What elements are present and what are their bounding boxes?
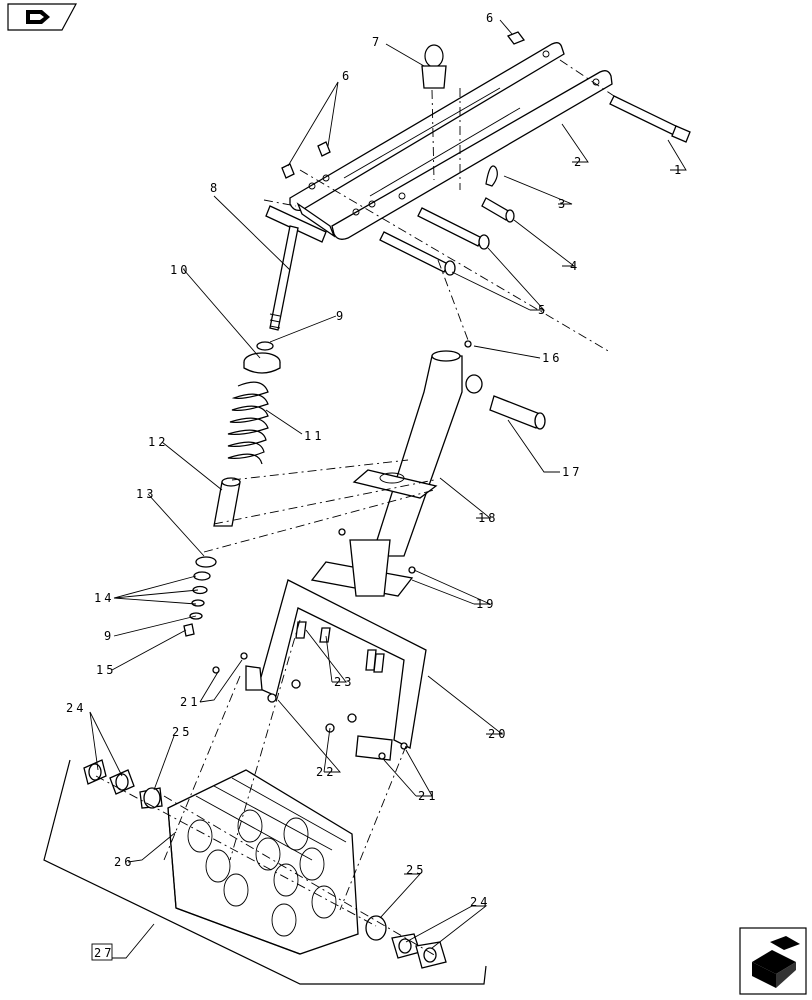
washer-stack: [183, 556, 217, 637]
mast-18: [310, 350, 483, 597]
callout-24a: 24: [66, 701, 86, 715]
page-back-arrow-icon[interactable]: [7, 3, 78, 31]
bolt-1: [609, 95, 691, 143]
spring-11: [227, 381, 269, 465]
grease-nipple-16: [464, 340, 472, 348]
fork-bracket-20: [245, 579, 427, 761]
callout-21b: 21: [418, 789, 438, 803]
next-page-arrow-icon[interactable]: [739, 927, 807, 995]
sleeve-17: [489, 395, 546, 430]
callout-19: 19: [476, 597, 496, 611]
callout-9b: 9: [104, 629, 114, 643]
callout-27-box: [91, 943, 113, 961]
callout-26: 26: [114, 855, 134, 869]
rod-8: [265, 205, 327, 331]
spring-cap-10: [243, 352, 281, 374]
callout-15: 15: [96, 663, 116, 677]
callout-7: 7: [372, 35, 382, 49]
tube-12: [213, 477, 241, 527]
callout-8: 8: [210, 181, 220, 195]
callout-24b: 24: [470, 895, 490, 909]
callout-18: 18: [478, 511, 498, 525]
assembly-centerlines: [95, 59, 615, 957]
ring-7: [421, 44, 447, 89]
callout-4: 4: [570, 259, 580, 273]
nuts-6: [281, 31, 526, 179]
callout-labels: 1 2 3 4 5 6 6 7 8 9 10 11 12 13 14 9 15 …: [66, 11, 684, 961]
callout-22: 22: [316, 765, 336, 779]
callout-3: 3: [558, 197, 568, 211]
callout-11: 11: [304, 429, 324, 443]
callout-1: 1: [674, 163, 684, 177]
pin-4: [481, 197, 515, 223]
callout-2: 2: [574, 155, 584, 169]
callout-14: 14: [94, 591, 114, 605]
frame-assembly: [289, 42, 613, 240]
callout-25a: 25: [172, 725, 192, 739]
leader-lines: [43, 19, 687, 985]
callout-13: 13: [136, 487, 156, 501]
roller-26: [167, 769, 359, 955]
callout-9a: 9: [336, 309, 346, 323]
callout-6a: 6: [486, 11, 496, 25]
bearing-right: [365, 915, 447, 969]
callout-5: 5: [538, 303, 548, 317]
washer-9: [256, 341, 274, 351]
bolts-5: [379, 207, 490, 276]
callout-12: 12: [148, 435, 168, 449]
callout-27: 27: [94, 946, 114, 960]
hardware-small: [212, 528, 416, 760]
cotter-pin-3: [485, 165, 498, 187]
callout-21a: 21: [180, 695, 200, 709]
callout-20: 20: [488, 727, 508, 741]
callout-6b: 6: [342, 69, 352, 83]
bearing-left: [83, 759, 163, 809]
callout-16: 16: [542, 351, 562, 365]
callout-10: 10: [170, 263, 190, 277]
callout-25b: 25: [406, 863, 426, 877]
callout-17: 17: [562, 465, 582, 479]
callout-23: 23: [334, 675, 354, 689]
